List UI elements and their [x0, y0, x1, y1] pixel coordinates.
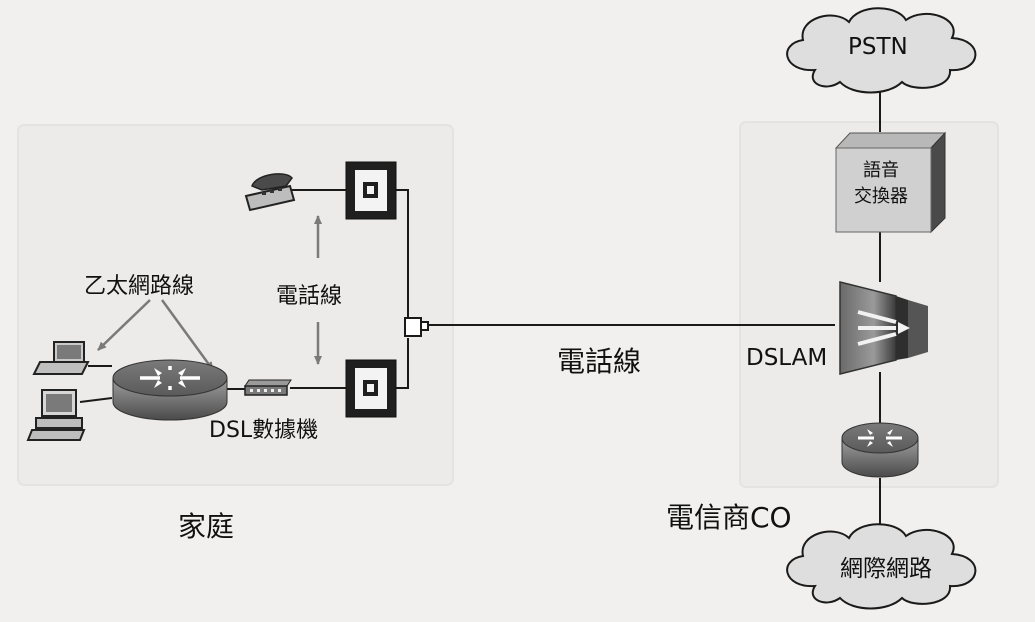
ethernet-arrow-right [160, 299, 215, 371]
voice-switch-icon [834, 131, 947, 234]
voice-switch-label: 語音 交換器 [854, 160, 908, 207]
phone-line-main-label: 電話線 [557, 345, 642, 378]
home-label: 家庭 [178, 510, 235, 543]
laptop-icon [32, 341, 90, 375]
pstn-label: PSTN [848, 34, 908, 60]
internet-label: 網際網路 [840, 556, 932, 582]
lower-jack-to-splitter-line [396, 338, 409, 389]
dslam-label: DSLAM [746, 345, 828, 371]
home-router-icon [112, 359, 228, 421]
wall-jack-upper-icon [345, 161, 397, 220]
pstn-cloud-icon [786, 7, 977, 94]
dslam-icon [839, 281, 928, 375]
label-arrows [97, 215, 322, 371]
desktop-pc-icon [26, 389, 86, 441]
line-splitter-icon [404, 317, 429, 337]
wall-jack-lower-icon [345, 359, 397, 418]
ethernet-cable-label: 乙太網路線 [84, 274, 195, 299]
ethernet-arrow-left [97, 299, 151, 351]
dsl-modem-icon [244, 379, 292, 396]
telco-co-label: 電信商CO [666, 501, 792, 534]
co-router-icon [841, 422, 919, 478]
dsl-modem-label: DSL數據機 [209, 418, 319, 443]
connection-lines [79, 85, 881, 535]
pc-to-router-line [79, 397, 113, 403]
internet-cloud-icon [786, 523, 977, 610]
upper-jack-to-splitter-line [396, 189, 409, 328]
telephone-icon [244, 173, 296, 212]
phone-line-home-label: 電話線 [276, 284, 343, 309]
